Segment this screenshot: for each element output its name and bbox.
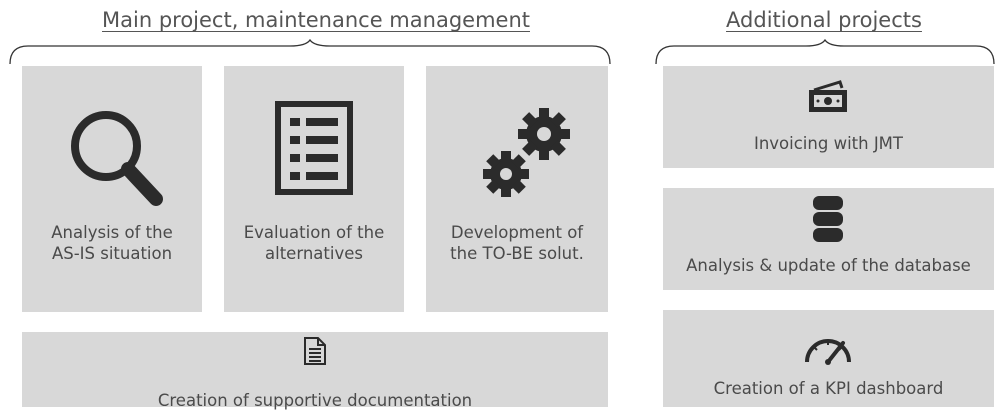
gears-icon [483,108,570,197]
invoicing-jmt-card: Invoicing with JMT [663,66,994,168]
main-project-heading: Main project, maintenance management [102,8,530,32]
database-update-card: Analysis & update of the database [663,188,994,290]
gauge-icon [805,339,851,365]
checklist-icon [275,101,353,195]
invoicing-jmt-label: Invoicing with JMT [753,134,904,153]
banknote-icon [809,80,847,112]
evaluation-alternatives-card: Evaluation of the alternatives [224,66,404,312]
supportive-documentation-label: Creation of supportive documentation [157,391,473,410]
additional-projects-heading: Additional projects [726,8,922,32]
analysis-as-is-line2: AS-IS situation [51,244,173,263]
development-to-be-line2: the TO-BE solut. [450,244,584,263]
supportive-documentation-card: Creation of supportive documentation [22,332,608,410]
evaluation-alternatives-line1: Evaluation of the [243,223,385,242]
kpi-dashboard-label: Creation of a KPI dashboard [713,379,944,398]
evaluation-alternatives-line2: alternatives [265,244,363,263]
development-to-be-line1: Development of [450,223,584,242]
main-project-brace [9,38,611,65]
analysis-as-is-line1: Analysis of the [51,223,173,242]
additional-projects-brace [655,38,995,65]
development-to-be-card: Development of the TO-BE solut. [426,66,608,312]
analysis-as-is-card: Analysis of the AS-IS situation [22,66,202,312]
kpi-dashboard-card: Creation of a KPI dashboard [663,310,994,407]
magnifier-icon [71,111,163,206]
database-icon [813,196,843,242]
database-update-label: Analysis & update of the database [686,256,971,275]
document-icon [304,337,326,365]
